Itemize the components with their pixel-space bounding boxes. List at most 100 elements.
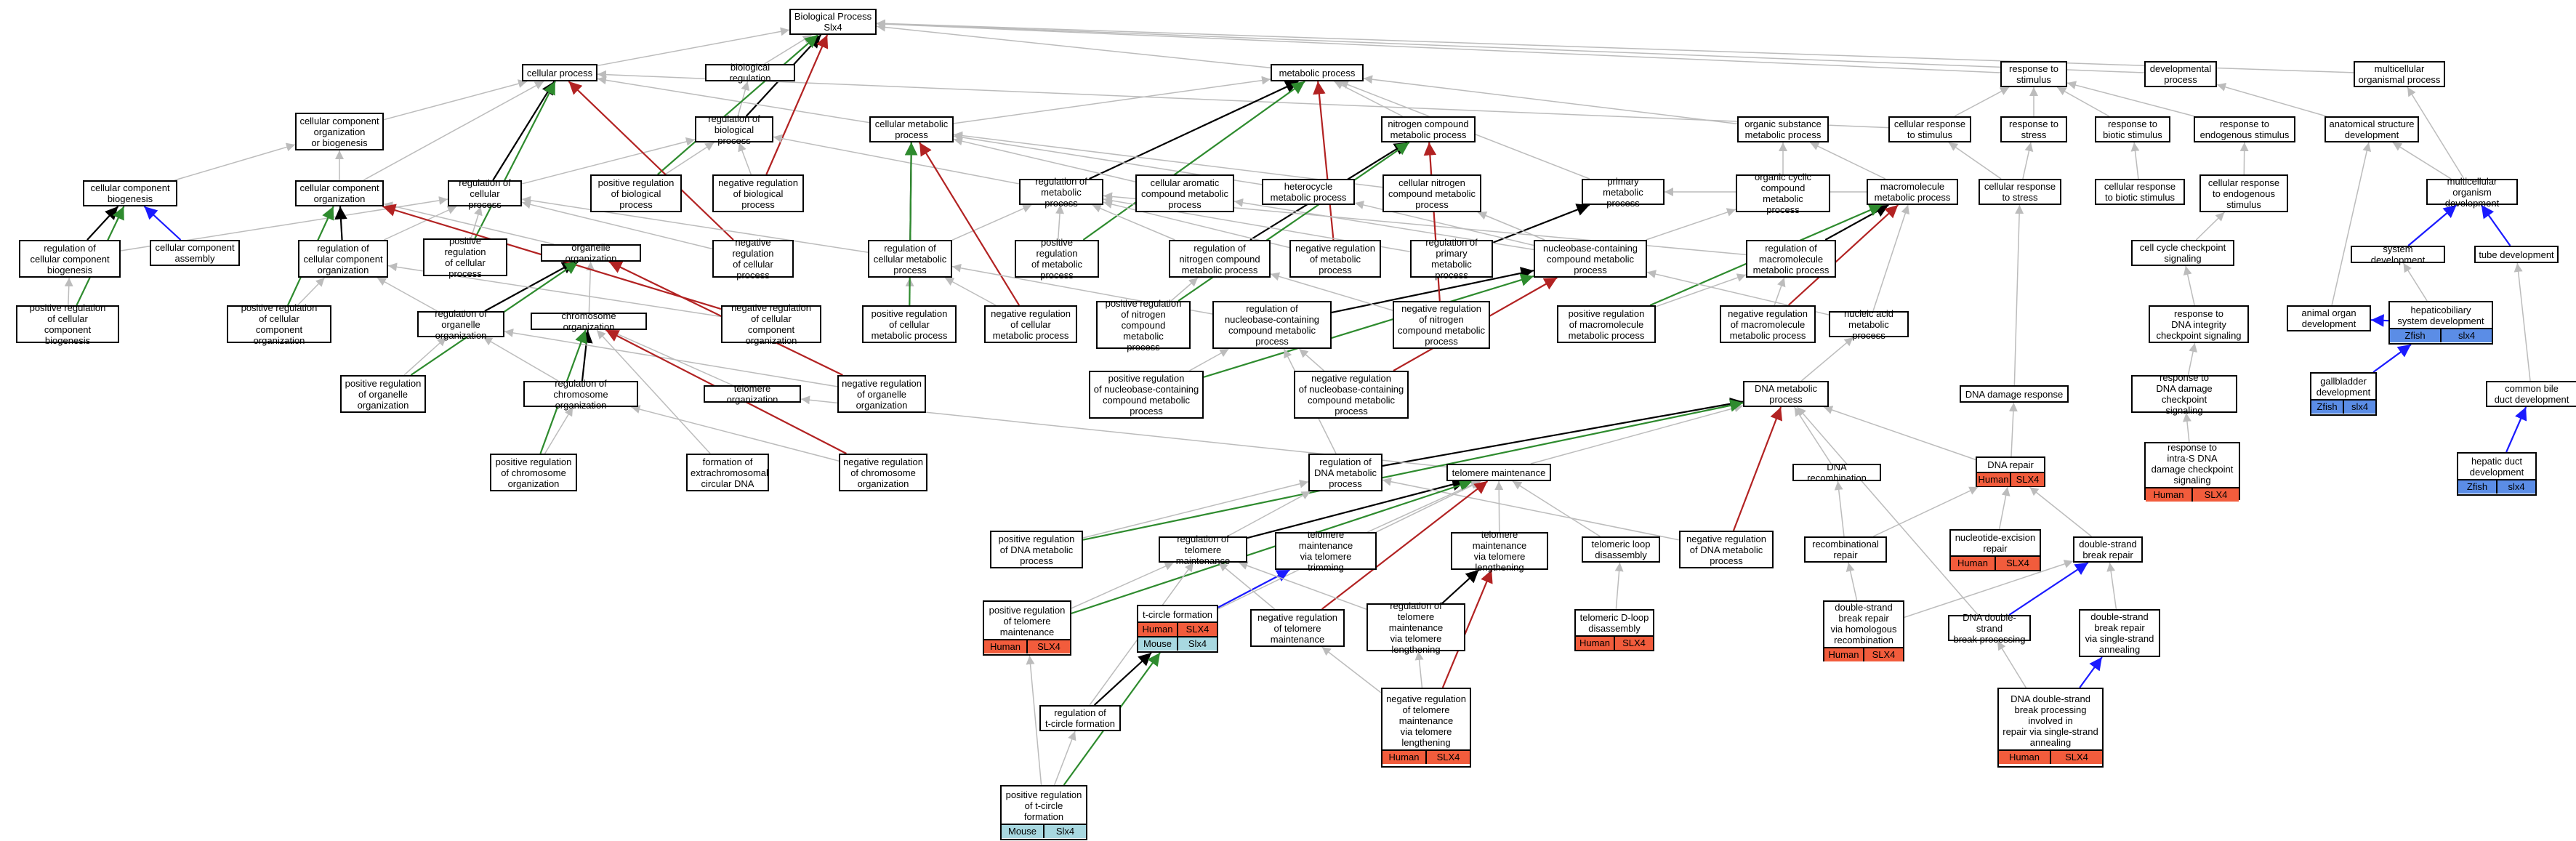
go-term-co[interactable]: chromosome organization [531,310,647,332]
go-term-dnarecomb[interactable]: DNA recombination [1792,462,1881,483]
go-term-sysdev[interactable]: system development [2351,244,2445,265]
go-term-cp[interactable]: cellular process [522,64,597,81]
go-term-tm[interactable]: telomere maintenance [1446,464,1551,481]
go-term-tubedev[interactable]: tube development [2474,246,2559,263]
go-term-breg[interactable]: biological regulation [705,62,795,84]
go-term-mp[interactable]: metabolic process [1271,64,1364,81]
go-term-ddr[interactable]: DNA damage response [1960,385,2069,403]
go-term-oo[interactable]: organelle organization [541,242,641,264]
go-term-telo[interactable]: telomere organization [704,383,801,405]
